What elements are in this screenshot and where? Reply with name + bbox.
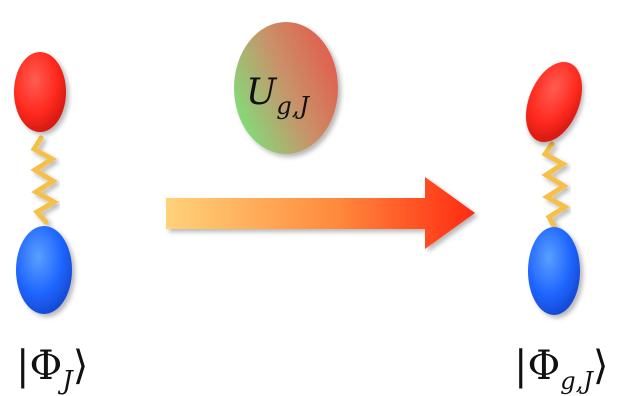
operator-label: Ug,J <box>246 72 310 120</box>
transformation-arrow <box>166 177 475 249</box>
spring-icon <box>541 141 570 229</box>
operator-symbol: U <box>246 72 278 113</box>
top-red-ellipse <box>525 61 583 143</box>
initial-state-symbol: Φ <box>29 343 62 389</box>
final-molecule <box>525 61 583 315</box>
operator-subscript: g,J <box>276 92 310 120</box>
spring-icon <box>30 135 60 225</box>
final-state-label: |Φg,J⟩ <box>514 343 609 395</box>
operator-ellipse <box>234 22 338 154</box>
initial-state-label: |ΦJ⟩ <box>16 343 88 396</box>
bottom-blue-ellipse <box>16 226 72 314</box>
initial-molecule <box>14 52 72 314</box>
final-state-symbol: Φ <box>527 343 560 389</box>
top-red-ellipse <box>14 52 66 132</box>
final-state-subscript: g,J <box>560 367 594 395</box>
initial-state-subscript: J <box>57 366 74 396</box>
bottom-blue-ellipse <box>528 227 580 315</box>
operator-node: Ug,J <box>234 22 338 154</box>
